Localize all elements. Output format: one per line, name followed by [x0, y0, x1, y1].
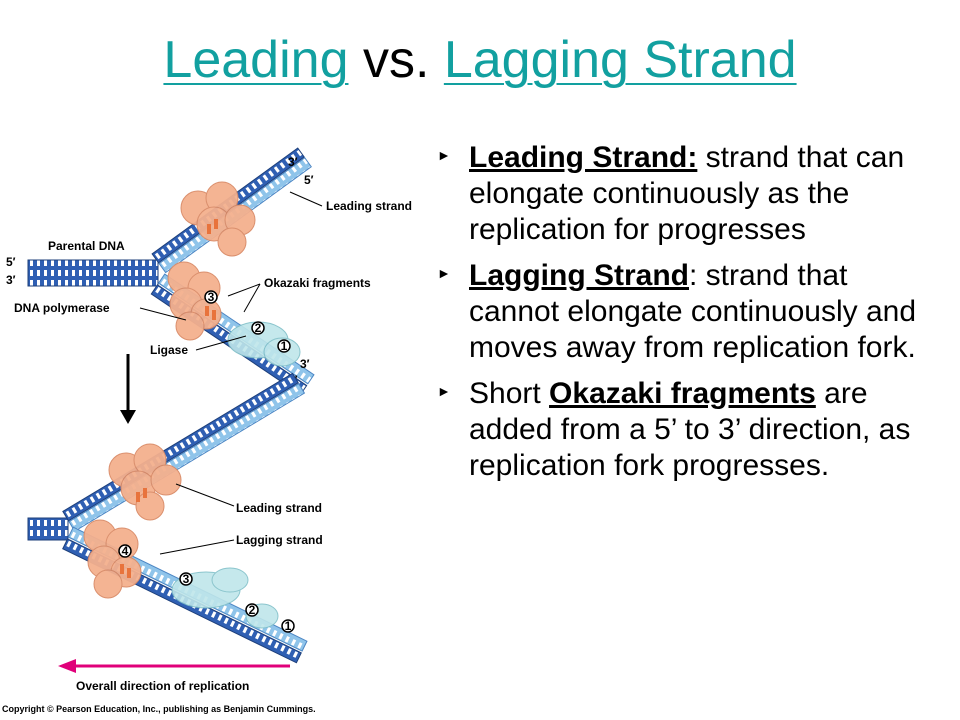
bullet-okazaki-fragments: ► Short Okazaki fragments are added from…	[437, 376, 942, 484]
lagging-strand-label: Lagging strand	[236, 533, 323, 547]
lagging-strand-term: Lagging Strand	[469, 259, 689, 292]
dna-polymerase-label: DNA polymerase	[14, 301, 110, 315]
leading-strand-definition: strand that can elongate continuously as…	[469, 141, 905, 246]
svg-text:1: 1	[281, 339, 288, 353]
svg-text:3: 3	[208, 290, 215, 304]
fragment-number-1-bottom-icon: 1	[281, 619, 295, 633]
okazaki-fragments-label: Okazaki fragments	[264, 276, 371, 290]
svg-text:2: 2	[249, 603, 256, 617]
svg-text:1: 1	[285, 619, 292, 633]
overall-direction-label: Overall direction of replication	[76, 679, 249, 693]
overall-direction-arrow-icon	[58, 659, 290, 673]
bullet-list: ► Leading Strand: strand that can elonga…	[437, 140, 942, 494]
ligase-label: Ligase	[150, 343, 188, 357]
fragment-number-2-bottom-icon: 2	[245, 603, 259, 617]
dna-polymerase-leading-icon	[180, 181, 256, 257]
parental-dna-label: Parental DNA	[48, 239, 125, 253]
lagging-strand-definition: : strand that cannot elongate continuous…	[469, 259, 917, 364]
okazaki-prefix: Short	[469, 377, 550, 410]
bottom-replication-fork: 4 3 2 1 Leading strand Lagging strand	[27, 372, 323, 664]
down-arrow-icon	[120, 354, 136, 424]
okazaki-definition: are added from a 5’ to 3’ direction, as …	[469, 377, 911, 482]
leading-strand-label-bottom: Leading strand	[236, 501, 322, 515]
bottom-leader-lines	[159, 483, 235, 555]
top-5prime-label: 5′	[304, 173, 314, 187]
okazaki-fragments-term: Okazaki fragments	[549, 377, 816, 410]
bullet-marker-icon: ►	[437, 265, 451, 281]
bullet-marker-icon: ►	[437, 147, 451, 163]
fragment-number-2-icon: 2	[251, 321, 265, 335]
fragment-number-4-icon: 4	[118, 544, 132, 558]
left-5prime-label: 5′	[6, 255, 16, 269]
left-3prime-label: 3′	[6, 273, 16, 287]
fragment-number-3-bottom-icon: 3	[179, 572, 193, 586]
okazaki-fragment-marks	[205, 219, 218, 320]
title-vs-text: vs.	[348, 31, 444, 89]
svg-text:2: 2	[255, 321, 262, 335]
bullet-lagging-strand: ► Lagging Strand: strand that cannot elo…	[437, 258, 942, 366]
bottom-3prime-label: 3′	[300, 357, 310, 371]
parental-dna-duplex	[27, 259, 159, 287]
top-replication-fork: 3 2 1 3′ 5′ Leading strand Parental DNA …	[6, 147, 412, 396]
top-3prime-label: 3′	[288, 155, 298, 169]
copyright-notice: Copyright © Pearson Education, Inc., pub…	[2, 704, 316, 714]
leading-strand-label-top: Leading strand	[326, 199, 412, 213]
dna-polymerase-leading-bottom-icon	[108, 443, 182, 521]
dna-replication-figure: 3 2 1 3′ 5′ Leading strand Parental DNA …	[0, 128, 432, 720]
lagging-strand-title-link[interactable]: Lagging Strand	[443, 31, 797, 89]
bullet-marker-icon: ►	[437, 383, 451, 399]
leading-strand-term: Leading Strand:	[469, 141, 698, 174]
dna-polymerase-lagging-bottom-icon	[83, 519, 142, 599]
bullet-leading-strand: ► Leading Strand: strand that can elonga…	[437, 140, 942, 248]
leading-title-link[interactable]: Leading	[163, 31, 349, 89]
fragment-number-1-icon: 1	[277, 339, 291, 353]
okazaki-fragment-marks-bottom	[120, 488, 147, 578]
fragment-number-3-icon: 3	[204, 290, 218, 304]
svg-text:3: 3	[183, 572, 190, 586]
top-leader-lines	[139, 191, 323, 351]
svg-text:4: 4	[122, 544, 129, 558]
slide-title: Leading vs. Lagging Strand	[0, 28, 960, 92]
parental-dna-duplex-bottom	[27, 517, 69, 541]
